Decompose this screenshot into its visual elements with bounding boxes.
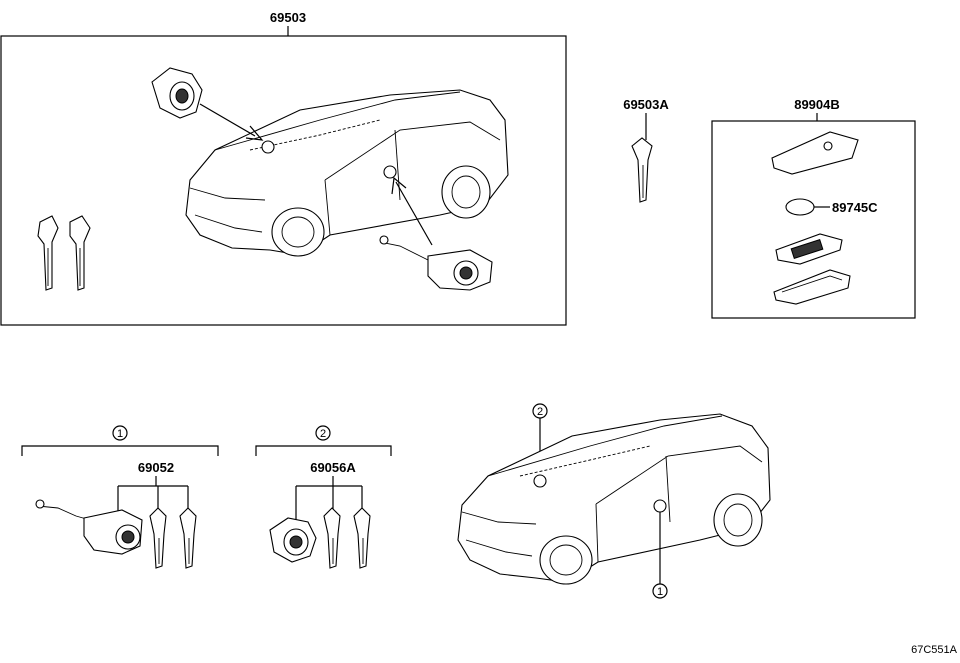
hood-lock-cylinder — [151, 67, 264, 141]
part-label-89745c: 89745C — [832, 200, 878, 215]
group-89904b: 89904B 89745C — [711, 97, 916, 319]
location-marker-hood-bottom — [533, 474, 547, 488]
group-box-69503 — [0, 35, 567, 326]
group-callout-2: 2 69056A — [255, 425, 392, 569]
door-lock-cylinder-set-1 — [35, 499, 143, 555]
hood-lock-cylinder-set-2 — [269, 517, 317, 563]
group-69503a: 69503A — [623, 97, 669, 203]
battery-coin: 89745C — [785, 198, 878, 216]
callout-number-2: 2 — [320, 428, 326, 440]
location-marker-hood — [261, 140, 275, 154]
door-lock-cylinder — [379, 176, 493, 291]
keys-pair-2 — [323, 507, 371, 569]
part-label-69503: 69503 — [270, 10, 306, 25]
keys-pair-top — [37, 215, 91, 291]
callout-number-1-vehicle: 1 — [657, 586, 663, 598]
key-fob-cover — [771, 131, 859, 175]
part-label-69052: 69052 — [138, 460, 174, 475]
group-box-89904b — [711, 120, 916, 319]
keys-pair-1 — [149, 507, 197, 569]
diagram-code: 67C551A — [911, 644, 958, 656]
group-callout-1: 1 69052 — [21, 425, 219, 569]
callout-circle-1-vehicle — [652, 583, 668, 599]
part-label-89904b: 89904B — [794, 97, 840, 112]
vehicle-illustration-bottom: 2 1 — [457, 403, 771, 599]
key-fob-case — [773, 269, 851, 305]
callout-number-1: 1 — [117, 428, 123, 440]
key-fob-circuit — [775, 233, 843, 265]
group-69503: 69503 — [0, 10, 567, 326]
callout-circle-1 — [112, 425, 128, 441]
vehicle-illustration-top — [185, 89, 509, 257]
part-label-69503a: 69503A — [623, 97, 669, 112]
callout-number-2-vehicle: 2 — [537, 406, 543, 418]
part-label-69056a: 69056A — [310, 460, 356, 475]
location-marker-door-bottom — [653, 499, 667, 513]
callout-circle-2 — [315, 425, 331, 441]
location-marker-door — [383, 165, 397, 179]
